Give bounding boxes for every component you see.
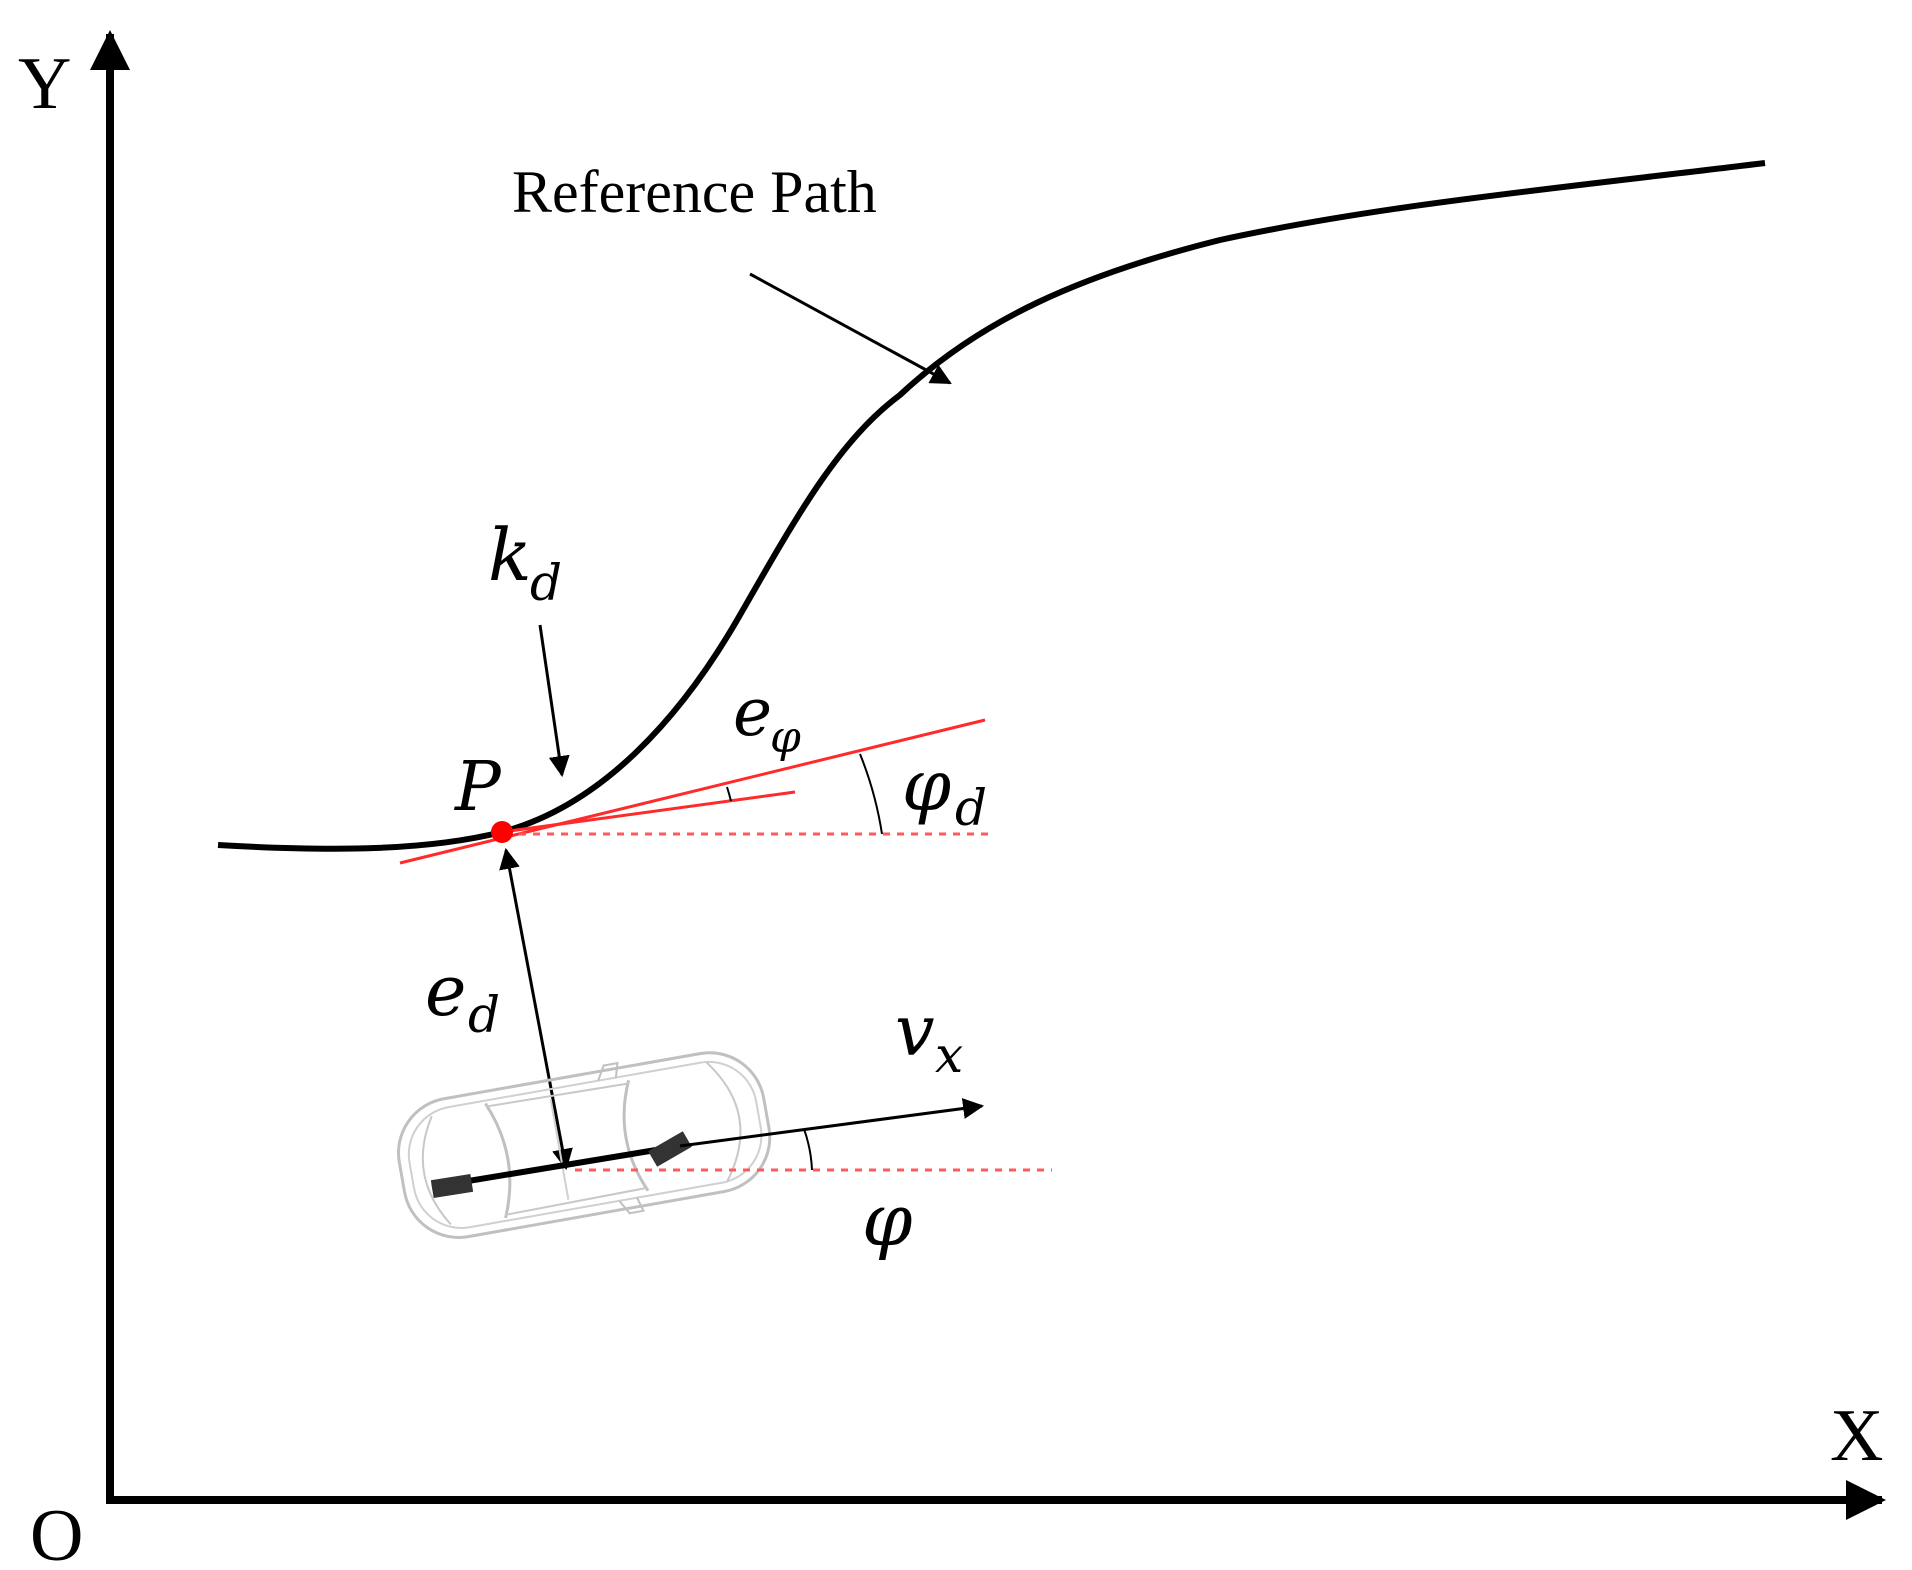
reference-path-label: Reference Path (512, 159, 877, 225)
lateral-error-label-base: e (425, 950, 466, 1032)
vehicle-heading-arc (803, 1128, 813, 1171)
y-axis-label: Y (18, 43, 71, 125)
heading-error-label-sub: φ (770, 712, 801, 763)
velocity-label: v x (895, 990, 963, 1084)
reference-point-p (491, 821, 513, 843)
velocity-arrow (679, 1098, 985, 1148)
path-heading-label: φ d (902, 745, 987, 837)
velocity-label-sub: x (935, 1026, 963, 1084)
lateral-error-label: e d (425, 950, 500, 1044)
vehicle-heading-label: φ (862, 1178, 913, 1262)
heading-line (501, 790, 796, 834)
reference-path-curve (217, 160, 1766, 852)
front-wheel (648, 1131, 692, 1167)
path-heading-label-base: φ (902, 745, 951, 827)
car-top-view-icon (397, 1051, 772, 1239)
path-heading-label-sub: d (955, 779, 987, 837)
reference-path-pointer-arrow (749, 272, 952, 385)
heading-error-arc (726, 786, 732, 802)
curvature-label-sub: d (530, 554, 562, 612)
point-label: P (453, 748, 502, 827)
curvature-label: k d (488, 513, 562, 612)
velocity-label-base: v (895, 990, 935, 1072)
rear-wheel (430, 1173, 474, 1199)
lateral-error-arrow (499, 847, 573, 1171)
path-heading-arc (859, 753, 883, 835)
heading-error-label-base: e (733, 674, 772, 751)
x-axis-label: X (1830, 1395, 1883, 1477)
curvature-label-base: k (488, 513, 532, 597)
curvature-pointer-arrow (538, 624, 570, 778)
lateral-error-label-sub: d (468, 986, 500, 1044)
vehicle-axle-line (431, 1143, 681, 1190)
heading-error-label: e φ (733, 674, 801, 763)
origin-label: O (30, 1495, 83, 1570)
